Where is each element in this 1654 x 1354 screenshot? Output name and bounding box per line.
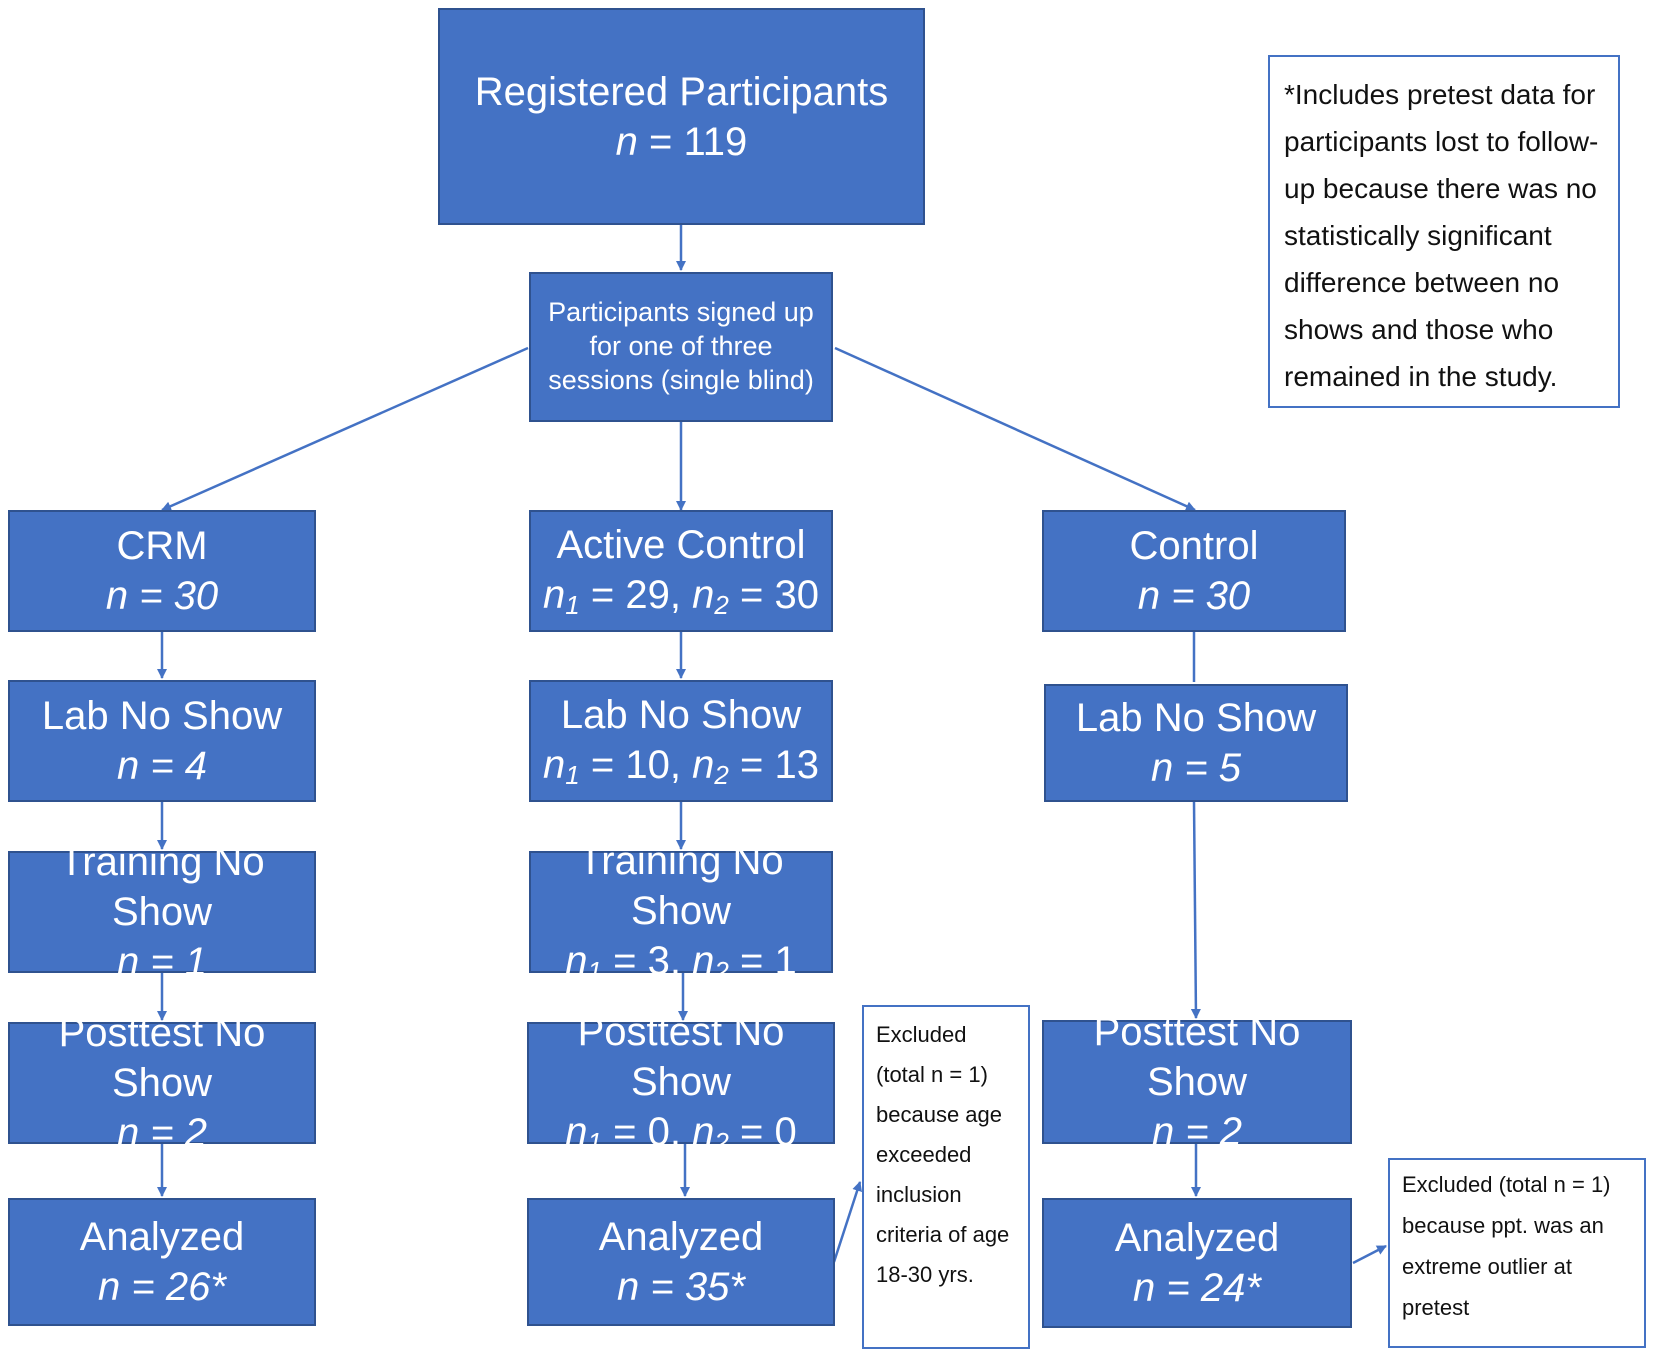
control-analyzed-box: Analyzed n = 24* — [1042, 1198, 1352, 1328]
group-title: Active Control — [556, 523, 806, 568]
active-control-analyzed-box: Analyzed n = 35* — [527, 1198, 835, 1326]
footnote-box: *Includes pretest data for participants … — [1268, 55, 1620, 408]
control-lab-no-show-box: Lab No Show n = 5 — [1044, 684, 1348, 802]
training-title: Training No Show — [578, 839, 784, 934]
signup-box: Participants signed up for one of three … — [529, 272, 833, 422]
training-count: n = 1 — [116, 940, 208, 984]
control-group-box: Control n = 30 — [1042, 510, 1346, 632]
posttest-title: Posttest No Show — [58, 1011, 266, 1105]
posttest-count: n1 = 0, n2 = 0 — [565, 1110, 797, 1158]
group-count: n1 = 29, n2 = 30 — [543, 573, 819, 621]
training-title: Training No Show — [59, 840, 265, 934]
control-posttest-no-show-box: Posttest No Show n = 2 — [1042, 1010, 1352, 1154]
lab-count: n = 5 — [1150, 746, 1242, 790]
lab-title: Lab No Show — [41, 694, 283, 738]
active-control-lab-no-show-box: Lab No Show n1 = 10, n2 = 13 — [529, 680, 833, 802]
analyzed-count: n = 35* — [617, 1265, 745, 1309]
excluded-active-control-note: Excluded (total n = 1) because age excee… — [862, 1005, 1030, 1349]
lab-count: n = 4 — [116, 744, 208, 788]
crm-lab-no-show-box: Lab No Show n = 4 — [8, 680, 316, 802]
analyzed-count: n = 24* — [1133, 1266, 1261, 1310]
excluded-control-note: Excluded (total n = 1) because ppt. was … — [1388, 1158, 1646, 1348]
analyzed-title: Analyzed — [598, 1215, 764, 1259]
registered-title: Registered Participants — [474, 69, 889, 114]
analyzed-title: Analyzed — [79, 1215, 245, 1259]
posttest-title: Posttest No Show — [1093, 1010, 1301, 1104]
excluded-active-control-text: Excluded (total n = 1) because age excee… — [876, 1022, 1010, 1287]
analyzed-title: Analyzed — [1114, 1216, 1280, 1260]
excluded-control-text: Excluded (total n = 1) because ppt. was … — [1402, 1172, 1611, 1320]
lab-count: n1 = 10, n2 = 13 — [543, 743, 819, 791]
active-control-training-no-show-box: Training No Show n1 = 3, n2 = 1 — [529, 839, 833, 986]
crm-group-box: CRM n = 30 — [8, 510, 316, 632]
active-control-group-box: Active Control n1 = 29, n2 = 30 — [529, 510, 833, 632]
group-title: Control — [1129, 524, 1259, 568]
registered-participants-box: Registered Participants n = 119 — [438, 8, 925, 225]
posttest-count: n = 2 — [1151, 1110, 1243, 1154]
training-count: n1 = 3, n2 = 1 — [565, 939, 797, 987]
active-control-posttest-no-show-box: Posttest No Show n1 = 0, n2 = 0 — [527, 1010, 835, 1157]
lab-title: Lab No Show — [1075, 696, 1317, 740]
crm-posttest-no-show-box: Posttest No Show n = 2 — [8, 1011, 316, 1155]
posttest-count: n = 2 — [116, 1111, 208, 1155]
analyzed-count: n = 26* — [98, 1265, 226, 1309]
footnote-text: *Includes pretest data for participants … — [1284, 79, 1599, 392]
lab-title: Lab No Show — [560, 693, 802, 738]
group-count: n = 30 — [105, 574, 219, 618]
crm-analyzed-box: Analyzed n = 26* — [8, 1198, 316, 1326]
posttest-title: Posttest No Show — [577, 1010, 785, 1105]
signup-text: Participants signed up for one of three … — [548, 297, 814, 395]
group-title: CRM — [116, 524, 208, 568]
registered-count: n = 119 — [615, 119, 748, 164]
crm-training-no-show-box: Training No Show n = 1 — [8, 840, 316, 984]
group-count: n = 30 — [1137, 574, 1251, 618]
